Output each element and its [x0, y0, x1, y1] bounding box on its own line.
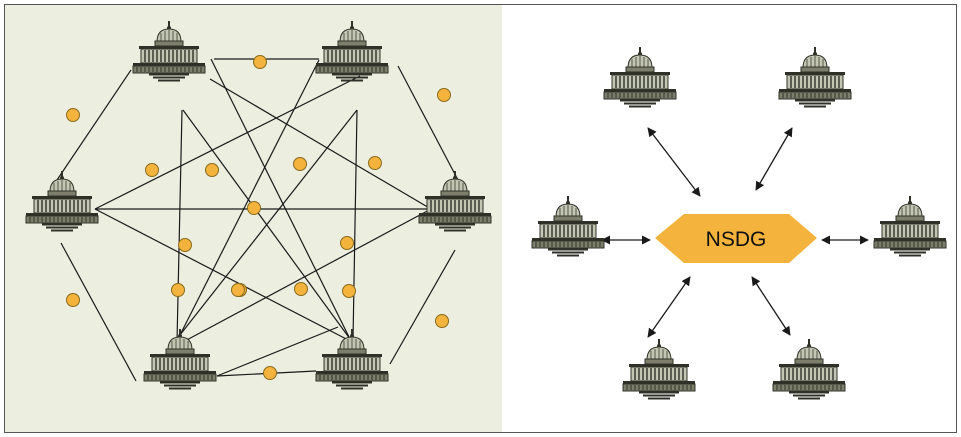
mesh-link-line: [176, 109, 183, 343]
nsdg-hub-label: NSDG: [706, 228, 767, 251]
mesh-link-line: [182, 109, 354, 344]
intermediate-node: [66, 108, 80, 122]
intermediate-node: [368, 156, 382, 170]
intermediate-node: [342, 284, 356, 298]
spoke-arrow: [647, 276, 691, 338]
intermediate-node: [231, 283, 245, 297]
intermediate-node: [178, 238, 192, 252]
intermediate-node: [66, 293, 80, 307]
mesh-link-line: [389, 249, 456, 365]
mesh-link-line: [209, 78, 432, 210]
intermediate-node: [145, 163, 159, 177]
mesh-link-line: [352, 109, 358, 341]
intermediate-node: [437, 88, 451, 102]
mesh-link-line: [216, 326, 339, 377]
nsdg-hub: NSDG: [655, 214, 817, 263]
nsdg-hub-shape: [655, 214, 817, 263]
mesh-link-line: [397, 65, 459, 181]
spoke-arrow: [755, 127, 793, 191]
spoke-arrow: [751, 276, 791, 336]
mesh-intermediate-nodes: [66, 55, 451, 380]
hub-spoke-arrows: [601, 127, 869, 338]
mesh-link-line: [175, 109, 358, 341]
mesh-connections: [56, 58, 459, 382]
mesh-link-line: [210, 58, 353, 344]
mesh-link-line: [182, 208, 432, 343]
intermediate-node: [435, 314, 449, 328]
mesh-link-line: [175, 59, 320, 344]
mesh-link-line: [56, 69, 132, 181]
mesh-link-line: [94, 75, 361, 210]
spoke-arrow: [647, 127, 701, 197]
mesh-link-line: [60, 242, 137, 382]
intermediate-node: [294, 282, 308, 296]
intermediate-node: [247, 201, 261, 215]
intermediate-node: [293, 157, 307, 171]
intermediate-node: [340, 236, 354, 250]
intermediate-node: [171, 283, 185, 297]
intermediate-node: [263, 366, 277, 380]
intermediate-node: [205, 163, 219, 177]
mesh-link-line: [94, 208, 355, 344]
intermediate-node: [253, 55, 267, 69]
